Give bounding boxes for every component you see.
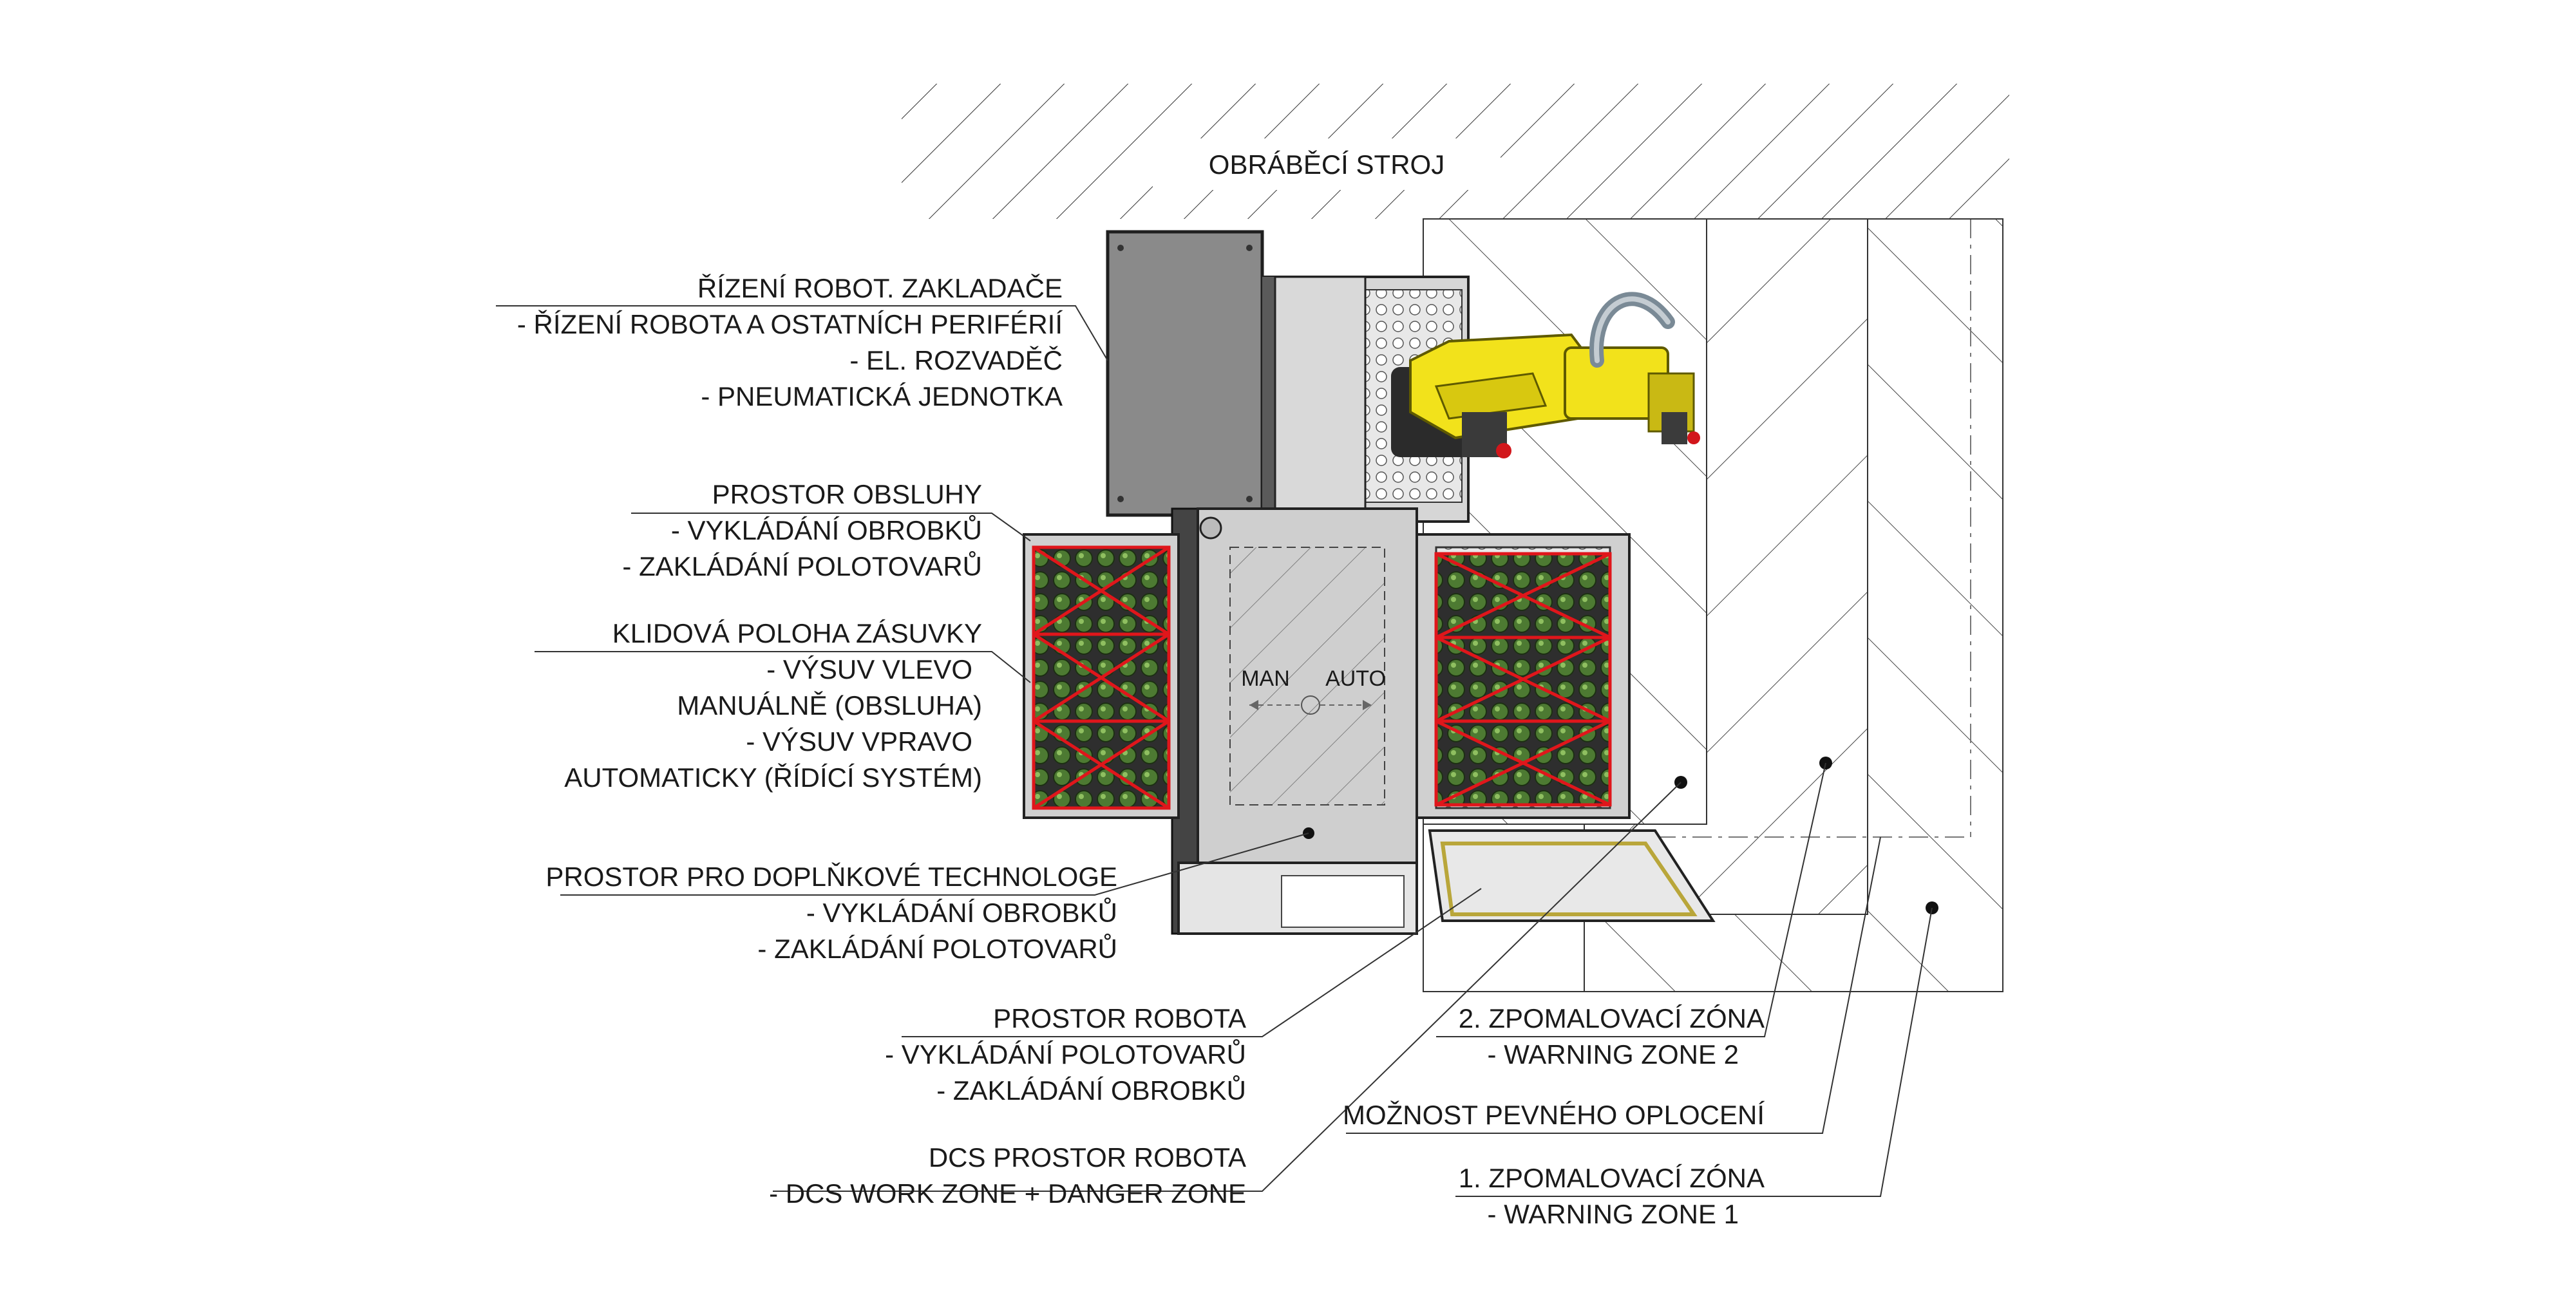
callout-operator-line-1: PROSTOR OBSLUHY bbox=[712, 479, 982, 509]
callout-slow-1-line-1: 1. ZPOMALOVACÍ ZÓNA bbox=[1459, 1163, 1765, 1193]
machine-label-bg bbox=[1153, 138, 1501, 190]
callout-slow-2-line-1: 2. ZPOMALOVACÍ ZÓNA bbox=[1459, 1003, 1765, 1033]
callout-operator-line-2: - VYKLÁDÁNÍ OBROBKŮ bbox=[671, 514, 982, 545]
callout-control-line-2: - ŘÍZENÍ ROBOTA A OSTATNÍCH PERIFÉRIÍ bbox=[517, 309, 1063, 339]
callout-robot-space: PROSTOR ROBOTA - VYKLÁDÁNÍ POLOTOVARŮ - … bbox=[885, 1003, 1246, 1106]
left-pallet bbox=[1023, 533, 1180, 819]
extended-drawer bbox=[1428, 829, 1716, 922]
callout-drawer-line-4: - VÝSUV VPRAVO bbox=[746, 726, 972, 757]
callout-dcs: DCS PROSTOR ROBOTA - DCS WORK ZONE + DAN… bbox=[769, 1142, 1246, 1209]
callout-robot-space-line-2: - VYKLÁDÁNÍ POLOTOVARŮ bbox=[885, 1038, 1246, 1070]
callout-extra-tech-line-3: - ZAKLÁDÁNÍ POLOTOVARŮ bbox=[757, 932, 1117, 964]
callout-fence: MOŽNOST PEVNÉHO OPLOCENÍ bbox=[1343, 1100, 1765, 1130]
callout-dcs-line-2: - DCS WORK ZONE + DANGER ZONE bbox=[769, 1178, 1246, 1209]
callout-extra-tech: PROSTOR PRO DOPLŇKOVÉ TECHNOLOGE - VYKLÁ… bbox=[545, 862, 1117, 964]
callout-extra-tech-line-1: PROSTOR PRO DOPLŇKOVÉ TECHNOLOGE bbox=[545, 862, 1117, 892]
auto-label: AUTO bbox=[1325, 666, 1386, 691]
callout-drawer: KLIDOVÁ POLOHA ZÁSUVKY - VÝSUV VLEVO MAN… bbox=[564, 618, 982, 793]
callout-slow-1: 1. ZPOMALOVACÍ ZÓNA - WARNING ZONE 1 bbox=[1459, 1163, 1765, 1229]
drawer-rest-area bbox=[1229, 547, 1385, 806]
machine-label: OBRÁBĚCÍ STROJ bbox=[1209, 149, 1444, 180]
callout-fence-line-1: MOŽNOST PEVNÉHO OPLOCENÍ bbox=[1343, 1100, 1765, 1130]
callout-control-line-3: - EL. ROZVADĚČ bbox=[849, 345, 1063, 375]
callout-control-line-1: ŘÍZENÍ ROBOT. ZAKLADAČE bbox=[697, 273, 1063, 303]
callout-dcs-line-1: DCS PROSTOR ROBOTA bbox=[929, 1142, 1246, 1173]
leader-lines bbox=[496, 305, 1933, 1197]
callout-slow-2-line-2: - WARNING ZONE 2 bbox=[1488, 1039, 1739, 1070]
robot-arm bbox=[1391, 292, 1700, 458]
man-label: MAN bbox=[1241, 666, 1290, 691]
callout-drawer-line-2: - VÝSUV VLEVO bbox=[766, 654, 972, 684]
callout-operator: PROSTOR OBSLUHY - VYKLÁDÁNÍ OBROBKŮ - ZA… bbox=[622, 479, 982, 581]
machine-tool: OBRÁBĚCÍ STROJ bbox=[902, 84, 2009, 219]
callout-drawer-line-1: KLIDOVÁ POLOHA ZÁSUVKY bbox=[612, 618, 982, 648]
callout-drawer-line-5: AUTOMATICKY (ŘÍDÍCÍ SYSTÉM) bbox=[564, 762, 982, 793]
control-cabinet bbox=[1106, 230, 1367, 517]
callout-drawer-line-3: MANUÁLNĚ (OBSLUHA) bbox=[677, 690, 982, 721]
robot-cell: MAN AUTO bbox=[1023, 230, 1716, 935]
callout-slow-2: 2. ZPOMALOVACÍ ZÓNA - WARNING ZONE 2 bbox=[1459, 1003, 1765, 1070]
right-pallet bbox=[1416, 533, 1631, 819]
callout-robot-space-line-3: - ZAKLÁDÁNÍ OBROBKŮ bbox=[936, 1074, 1246, 1106]
callout-operator-line-3: - ZAKLÁDÁNÍ POLOTOVARŮ bbox=[622, 550, 982, 581]
callout-control: ŘÍZENÍ ROBOT. ZAKLADAČE - ŘÍZENÍ ROBOTA … bbox=[517, 273, 1063, 411]
callout-extra-tech-line-2: - VYKLÁDÁNÍ OBROBKŮ bbox=[806, 896, 1117, 928]
callout-slow-1-line-2: - WARNING ZONE 1 bbox=[1488, 1199, 1739, 1229]
callout-robot-space-line-1: PROSTOR ROBOTA bbox=[993, 1003, 1246, 1033]
mode-switch: MAN AUTO bbox=[1241, 666, 1386, 715]
callout-control-line-4: - PNEUMATICKÁ JEDNOTKA bbox=[701, 381, 1063, 411]
